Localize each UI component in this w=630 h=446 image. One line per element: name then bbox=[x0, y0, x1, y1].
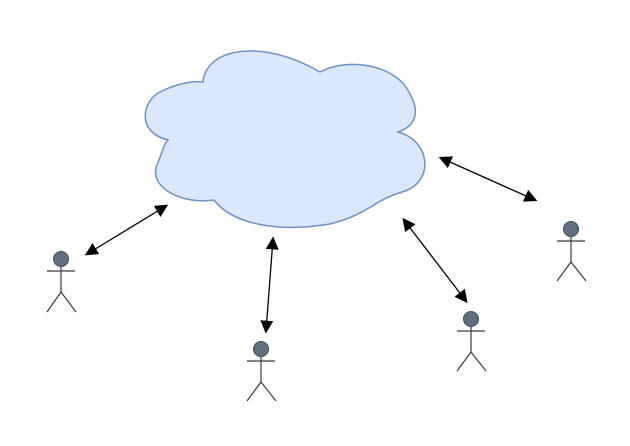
actor-2-head-icon bbox=[253, 341, 269, 357]
cloud-shape bbox=[144, 50, 426, 229]
actor-2-right-leg bbox=[260, 381, 277, 402]
actor-4-right-leg bbox=[570, 261, 587, 282]
actor-1-head-icon bbox=[53, 251, 69, 267]
arrow-actor-2-cloud bbox=[260, 236, 279, 334]
arrow-actor-4-cloud bbox=[438, 156, 538, 202]
actor-3-right-leg bbox=[470, 351, 487, 372]
actor-3-left-leg bbox=[456, 351, 472, 372]
actor-1 bbox=[46, 251, 77, 313]
actor-4-left-leg bbox=[556, 261, 572, 282]
actor-3-head-icon bbox=[463, 311, 479, 327]
actor-4 bbox=[556, 221, 587, 282]
actor-3 bbox=[456, 311, 487, 372]
actor-2-left-leg bbox=[246, 381, 262, 402]
actor-1-left-leg bbox=[46, 291, 62, 313]
actor-4-head-icon bbox=[563, 221, 579, 237]
arrow-actor-3-cloud bbox=[402, 217, 468, 304]
actor-2 bbox=[246, 341, 277, 402]
arrow-actor-1-cloud bbox=[84, 204, 169, 256]
actor-1-right-leg bbox=[60, 291, 77, 313]
